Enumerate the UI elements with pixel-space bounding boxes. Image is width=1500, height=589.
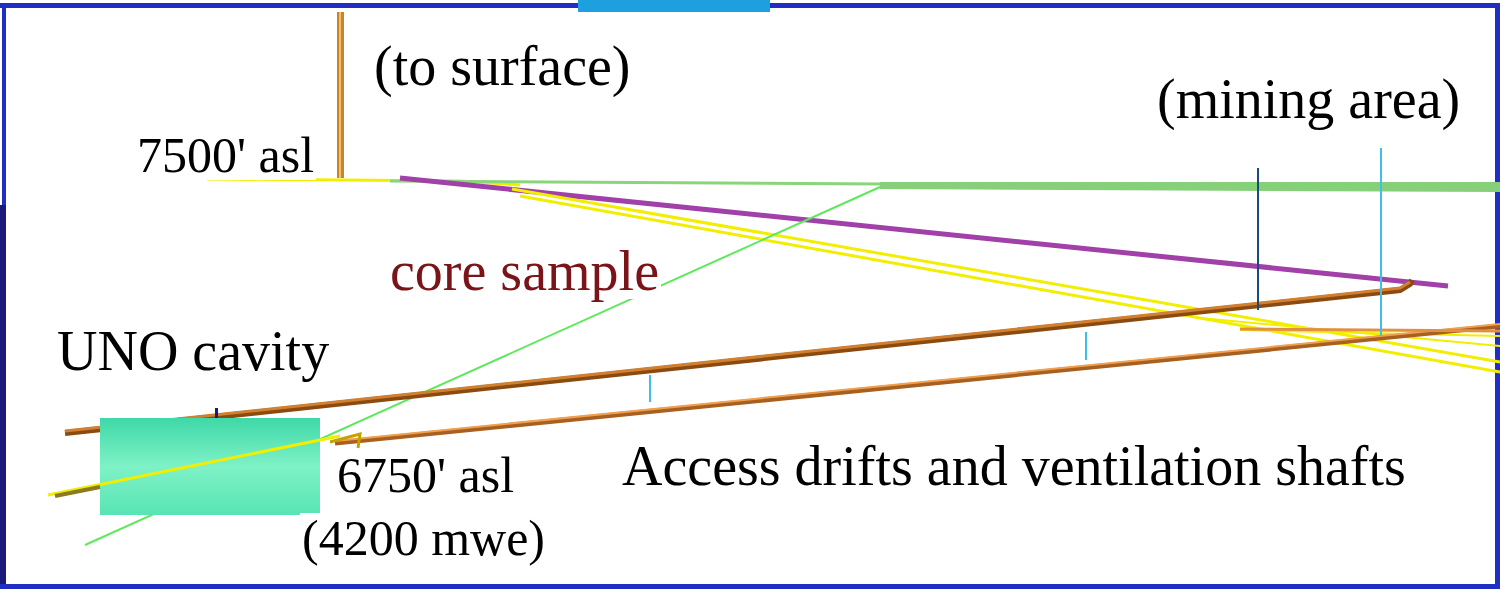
green-level-band [880, 182, 1500, 192]
text-label: (4200 mwe) [300, 513, 547, 563]
text-label: core sample [388, 243, 661, 299]
surface-shaft-highlight [339, 12, 341, 178]
cavity-drift-hook [330, 434, 360, 448]
frame-right [1495, 3, 1500, 589]
text-label: UNO cavity [55, 323, 331, 379]
text-label: (to surface) [372, 38, 633, 94]
lower-access-drift-highlight [335, 324, 1500, 441]
lower-access-drift [335, 326, 1500, 443]
yellow-ramp [1240, 330, 1500, 336]
frame-left-bar [0, 205, 6, 589]
text-label: Access drifts and ventilation shafts [620, 438, 1408, 494]
ventilation-shaft [1085, 332, 1087, 360]
frame-tab [578, 0, 770, 12]
text-label: 7500' asl [135, 130, 316, 180]
ventilation-shaft [649, 375, 651, 402]
cavity-vent [215, 408, 218, 418]
ventilation-shaft [1257, 168, 1259, 310]
cavity-drift [48, 436, 340, 495]
cavity-drift-stub [55, 487, 100, 496]
surface-shaft [337, 12, 344, 178]
ventilation-shaft [1380, 148, 1382, 336]
mining-drift [1240, 329, 1500, 331]
frame-bottom [0, 584, 1500, 589]
text-label: 6750' asl [335, 450, 516, 500]
text-label: (mining area) [1155, 71, 1462, 127]
uno-cavity [100, 418, 320, 515]
